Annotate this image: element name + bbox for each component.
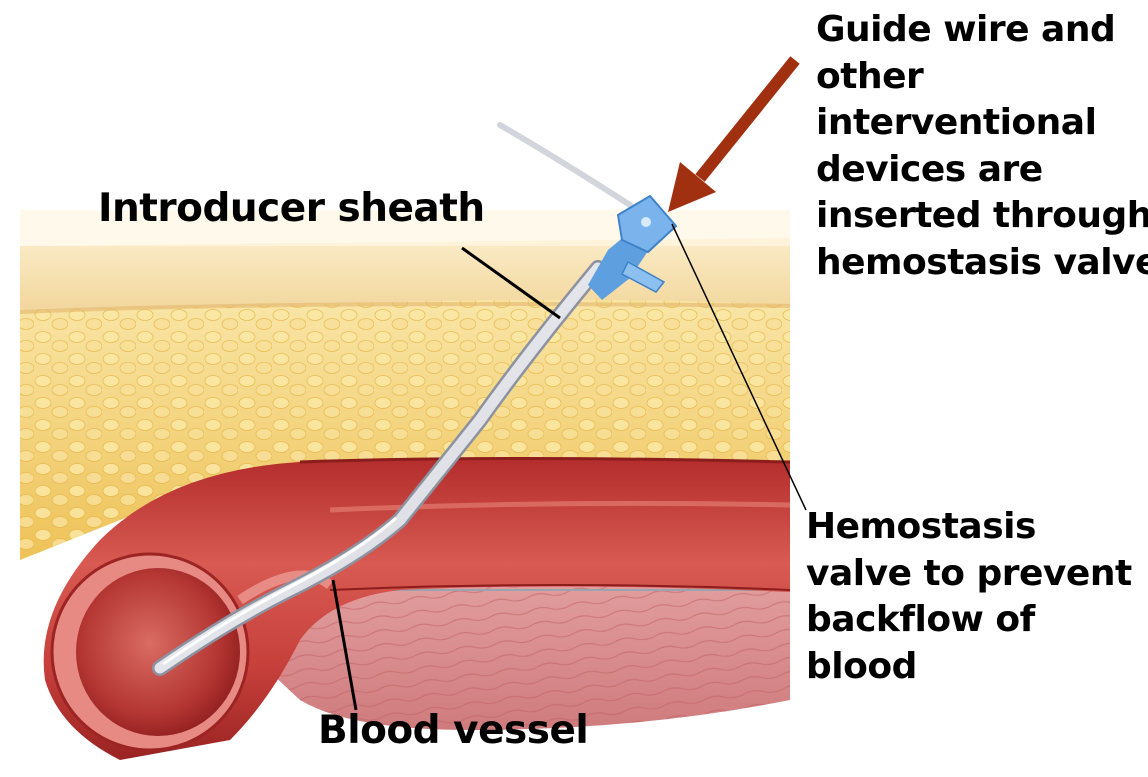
guide-wire-label-line: Guide wire and [816, 7, 1148, 54]
guide-wire-label-line: hemostasis valve [816, 240, 1148, 287]
hemostasis-valve-label-line: backflow of [806, 597, 1132, 644]
introducer-sheath-label: Introducer sheath [98, 186, 485, 232]
guide-wire-arrow [668, 60, 795, 212]
hemostasis-valve-label: Hemostasis valve to prevent backflow of … [806, 504, 1132, 690]
guide-wire-label-line: other [816, 54, 1148, 101]
guide-wire-label: Guide wire and other interventional devi… [816, 7, 1148, 286]
hemostasis-valve-label-line: valve to prevent [806, 551, 1132, 598]
hemostasis-valve-label-line: blood [806, 644, 1132, 691]
guide-wire-label-line: interventional [816, 100, 1148, 147]
guide-wire-label-line: inserted through [816, 193, 1148, 240]
guide-wire-label-line: devices are [816, 147, 1148, 194]
hemostasis-valve-label-line: Hemostasis [806, 504, 1132, 551]
blood-vessel-label: Blood vessel [318, 708, 588, 754]
